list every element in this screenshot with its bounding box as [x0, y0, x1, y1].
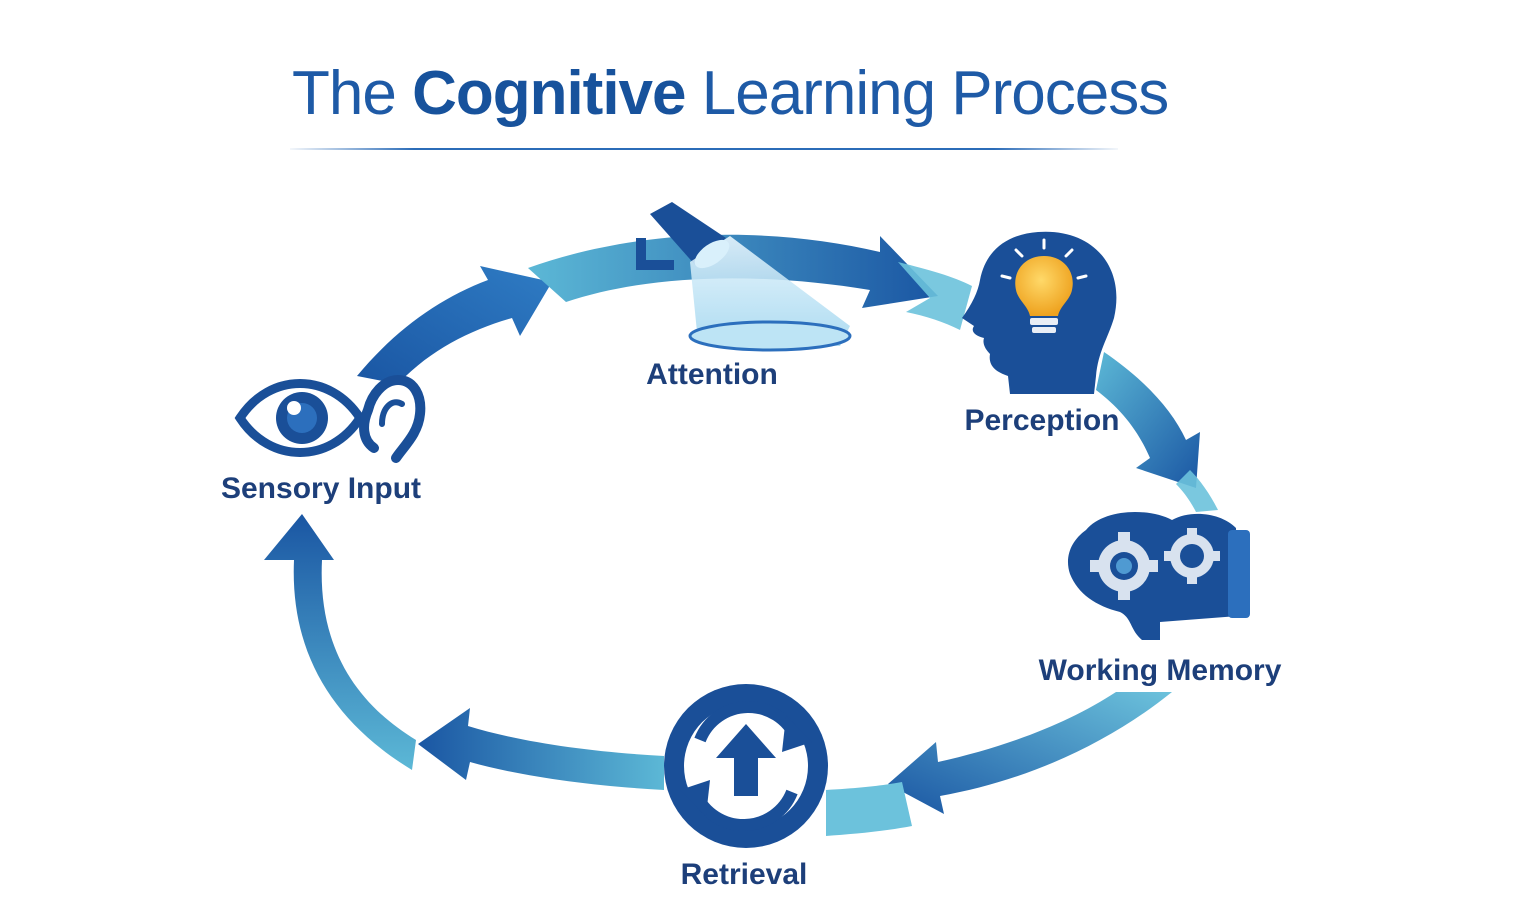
arrow-to-sensory-input [264, 514, 416, 770]
title-prefix: The [292, 59, 413, 128]
stage-label-perception: Perception [964, 404, 1119, 437]
stage-label-sensory-input: Sensory Input [221, 472, 421, 505]
gear-icon [1164, 528, 1220, 584]
head-lightbulb-icon [962, 231, 1117, 394]
stage-label-working-memory: Working Memory [1039, 654, 1282, 687]
diagram-title: The Cognitive Learning Process [292, 58, 1170, 129]
stage-label-retrieval: Retrieval [681, 858, 808, 891]
arrow-retrieval-tail-light [826, 782, 912, 836]
lightbulb-icon [1000, 238, 1088, 333]
arrow-perception-tail-light [898, 262, 972, 330]
stage-label-attention: Attention [646, 358, 778, 391]
arrow-working-memory-tail-light [1176, 470, 1218, 512]
arrow-sensory-to-attention [357, 266, 552, 384]
spotlight-icon [636, 202, 852, 352]
eye-ear-icon [234, 374, 426, 463]
arrow-retrieval-to-left [418, 708, 664, 790]
gear-icon [1090, 532, 1158, 600]
title-divider [290, 148, 1118, 150]
title-suffix: Learning Process [685, 59, 1170, 128]
brain-gears-icon [1067, 511, 1250, 640]
arrow-perception-to-working-memory [1096, 352, 1200, 488]
title-emphasis: Cognitive [412, 59, 686, 128]
circular-arrows-upload-icon [664, 684, 828, 848]
arrow-working-memory-to-retrieval [888, 692, 1172, 814]
